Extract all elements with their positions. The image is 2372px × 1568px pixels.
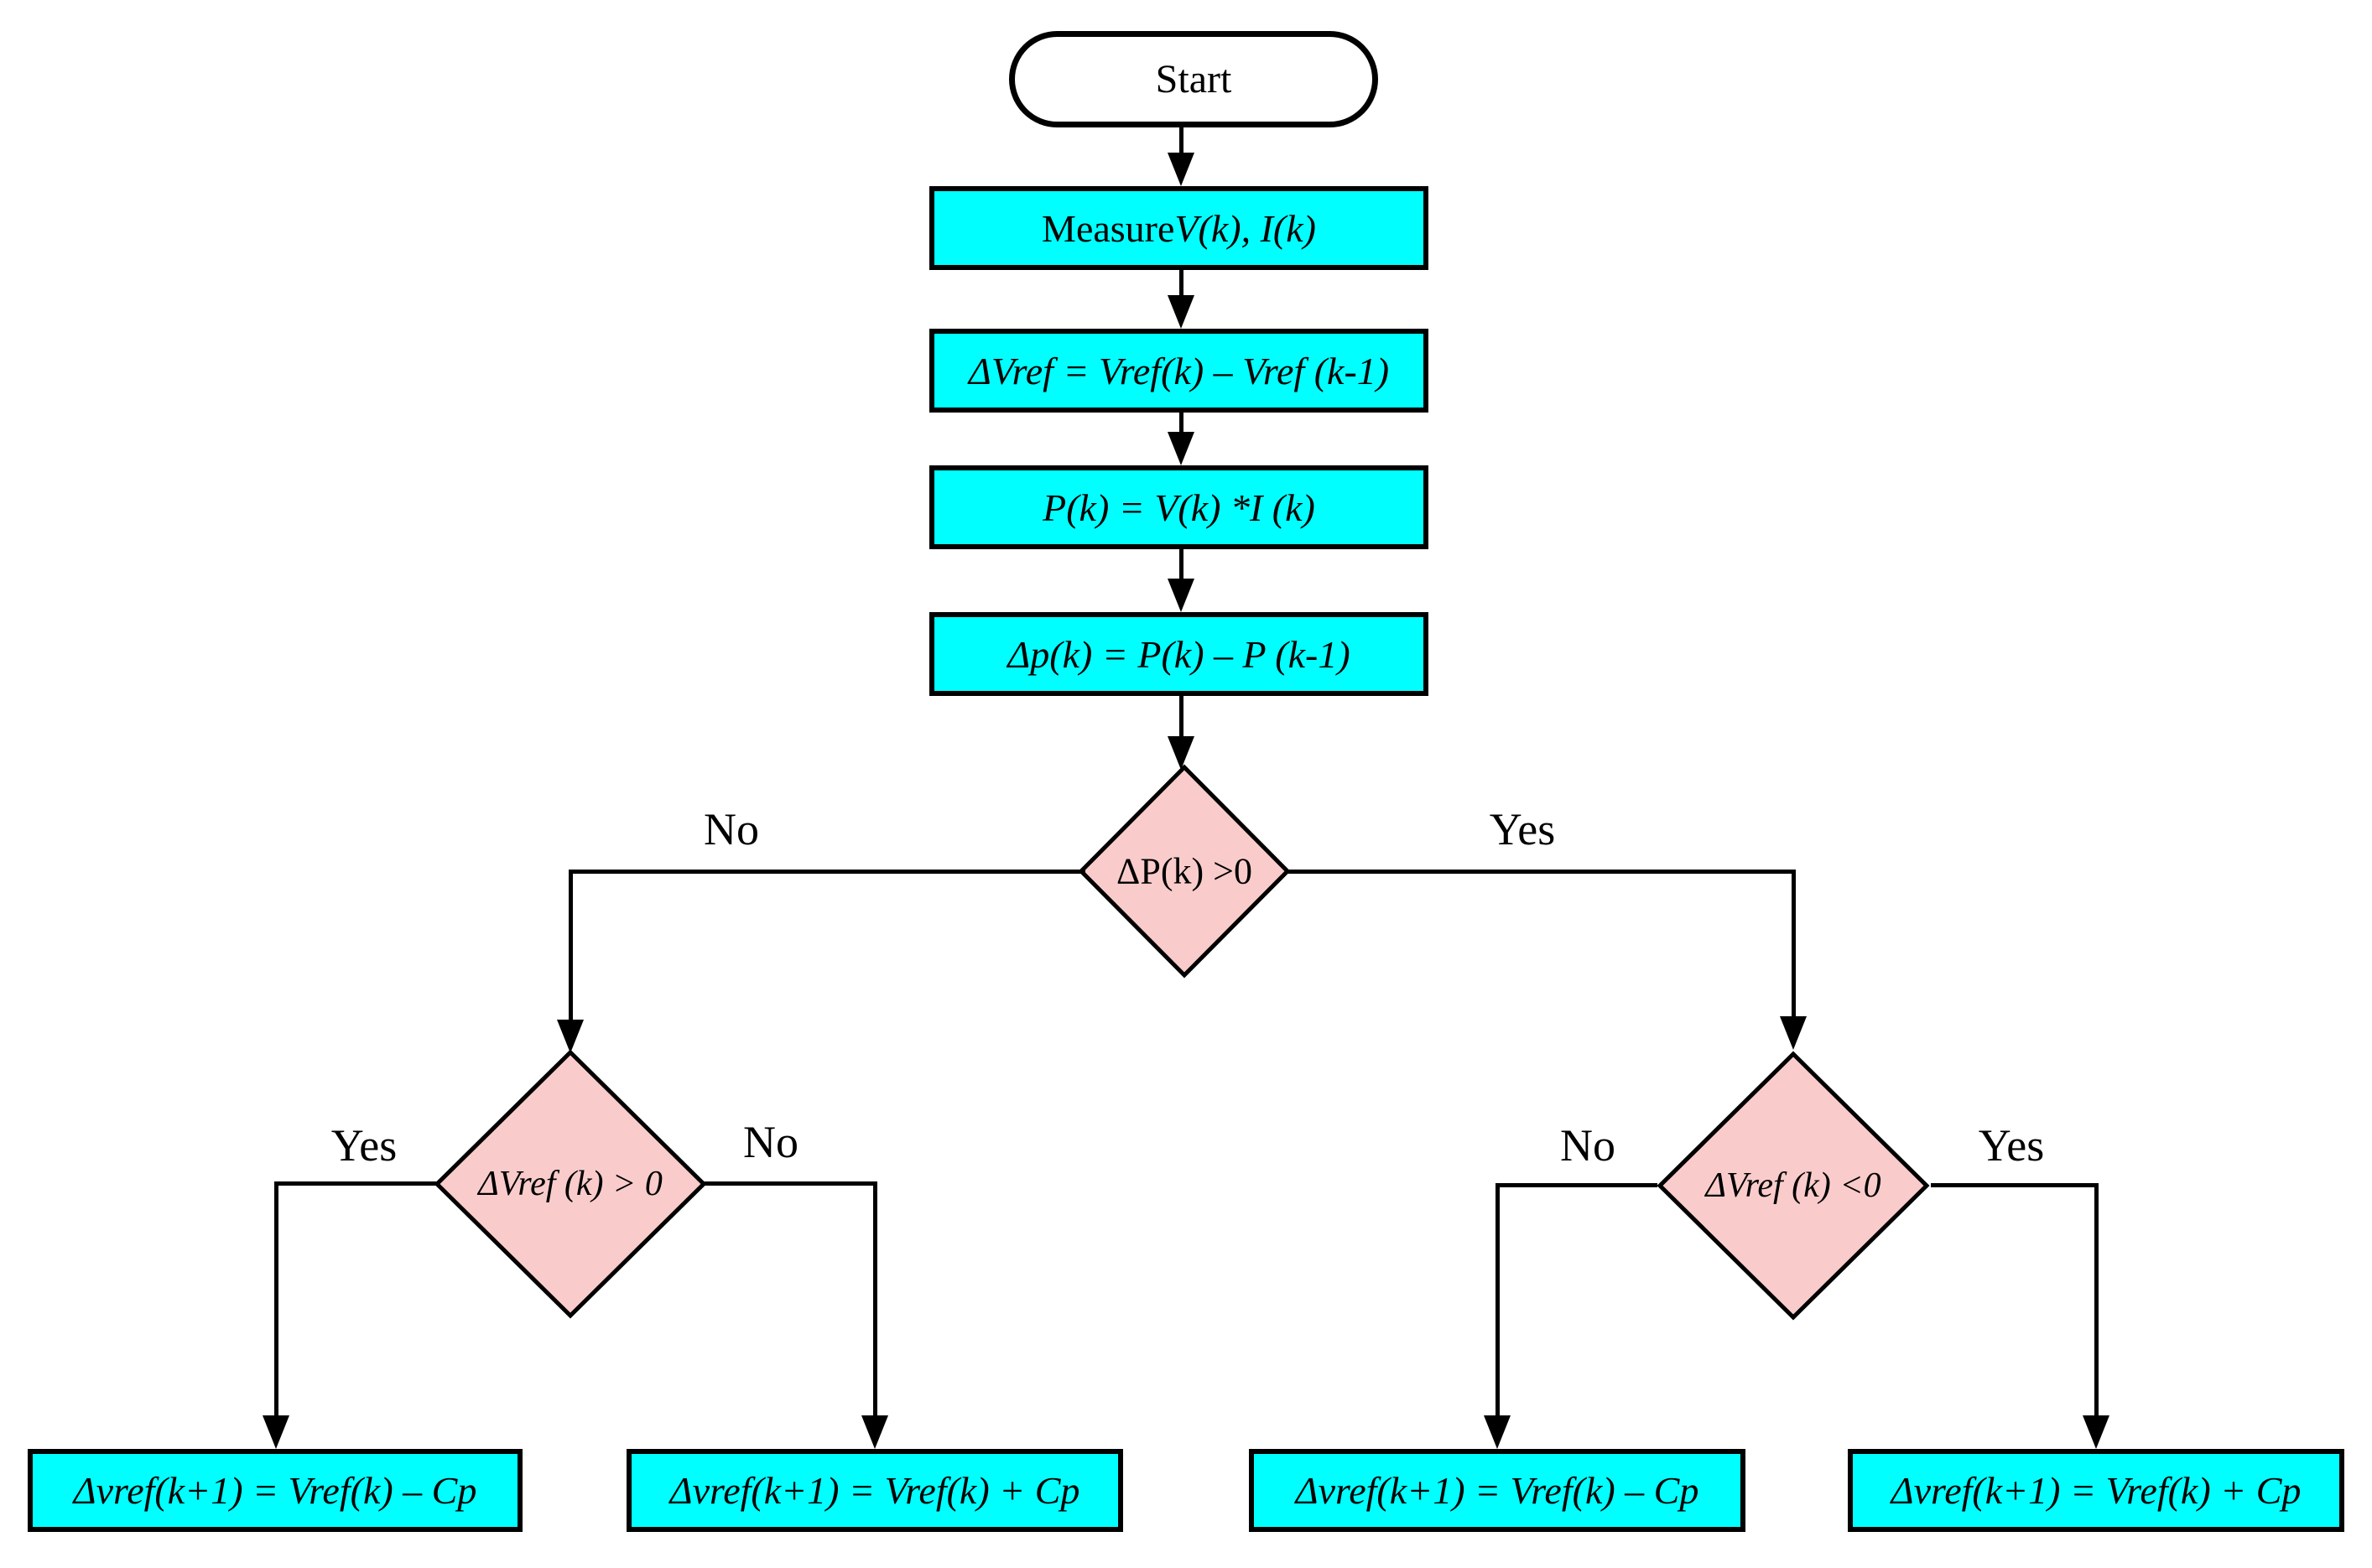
edge-dp-decision bbox=[1179, 694, 1183, 740]
arrowhead-left-yes bbox=[263, 1415, 289, 1449]
arrowhead-measure-dvref bbox=[1168, 295, 1194, 329]
arrowhead-power-dp bbox=[1168, 579, 1194, 612]
decision-main-shape bbox=[1078, 764, 1291, 979]
output-label-2: Δvref(k+1) = Vref(k) + Cp bbox=[669, 1469, 1080, 1512]
edge-main-no-vertical bbox=[569, 870, 573, 1021]
output-label-4: Δvref(k+1) = Vref(k) + Cp bbox=[1891, 1469, 2302, 1512]
edge-start-measure bbox=[1179, 126, 1183, 154]
power-label: P(k) = V(k) *I (k) bbox=[1043, 485, 1315, 529]
decision-right-label: ΔVref (k) <0 bbox=[1705, 1166, 1881, 1205]
decision-right-shape bbox=[1657, 1051, 1930, 1321]
edge-main-yes-horizontal bbox=[1287, 870, 1793, 874]
decision-left-shape bbox=[434, 1049, 707, 1319]
edge-measure-dvref bbox=[1179, 268, 1183, 299]
decision-main-label: ΔP(k) >0 bbox=[1116, 850, 1252, 892]
edge-right-yes-vertical bbox=[2094, 1183, 2099, 1417]
start-label: Start bbox=[1155, 57, 1232, 101]
label-left-yes: Yes bbox=[330, 1120, 398, 1171]
edge-dvref-power bbox=[1179, 411, 1183, 435]
power-node: P(k) = V(k) *I (k) bbox=[929, 465, 1428, 549]
label-right-no: No bbox=[1560, 1120, 1615, 1171]
edge-right-no-vertical bbox=[1496, 1183, 1500, 1417]
edge-main-yes-vertical bbox=[1792, 870, 1796, 1018]
output-node-3: Δvref(k+1) = Vref(k) – Cp bbox=[1249, 1449, 1745, 1532]
start-node: Start bbox=[1009, 31, 1378, 127]
delta-p-node: Δp(k) = P(k) – P (k-1) bbox=[929, 612, 1428, 696]
edge-right-yes-horizontal bbox=[1931, 1183, 2096, 1187]
output-label-1: Δvref(k+1) = Vref(k) – Cp bbox=[73, 1469, 477, 1512]
label-left-no: No bbox=[743, 1117, 798, 1167]
edge-left-no-horizontal bbox=[701, 1181, 876, 1186]
output-label-3: Δvref(k+1) = Vref(k) – Cp bbox=[1295, 1469, 1699, 1512]
arrowhead-dp-decision bbox=[1168, 736, 1194, 770]
arrowhead-right-yes bbox=[2083, 1415, 2109, 1449]
edge-right-no-horizontal bbox=[1497, 1183, 1657, 1187]
label-right-yes: Yes bbox=[1978, 1120, 2045, 1171]
label-main-no: No bbox=[704, 804, 759, 854]
arrowhead-main-no bbox=[557, 1020, 584, 1053]
arrowhead-left-no bbox=[861, 1415, 888, 1449]
delta-vref-label: ΔVref = Vref(k) – Vref (k-1) bbox=[968, 349, 1390, 392]
arrowhead-start-measure bbox=[1168, 153, 1194, 186]
measure-label-prefix: Measure bbox=[1042, 206, 1175, 250]
edge-left-no-vertical bbox=[873, 1181, 877, 1417]
arrowhead-right-no bbox=[1484, 1415, 1511, 1449]
measure-node: Measure V(k), I(k) bbox=[929, 186, 1428, 270]
delta-p-label: Δp(k) = P(k) – P (k-1) bbox=[1007, 632, 1350, 676]
decision-left-label: ΔVref (k) > 0 bbox=[478, 1165, 663, 1203]
arrowhead-dvref-power bbox=[1168, 432, 1194, 465]
output-node-2: Δvref(k+1) = Vref(k) + Cp bbox=[627, 1449, 1123, 1532]
label-main-yes: Yes bbox=[1489, 804, 1556, 854]
output-node-4: Δvref(k+1) = Vref(k) + Cp bbox=[1848, 1449, 2344, 1532]
edge-main-no-horizontal bbox=[570, 870, 1085, 874]
output-node-1: Δvref(k+1) = Vref(k) – Cp bbox=[28, 1449, 523, 1532]
edge-left-yes-vertical bbox=[274, 1181, 278, 1417]
measure-label-math: V(k), I(k) bbox=[1174, 206, 1316, 250]
arrowhead-main-yes bbox=[1780, 1016, 1807, 1050]
edge-power-dp bbox=[1179, 548, 1183, 582]
edge-left-yes-horizontal bbox=[276, 1181, 439, 1186]
delta-vref-node: ΔVref = Vref(k) – Vref (k-1) bbox=[929, 329, 1428, 413]
